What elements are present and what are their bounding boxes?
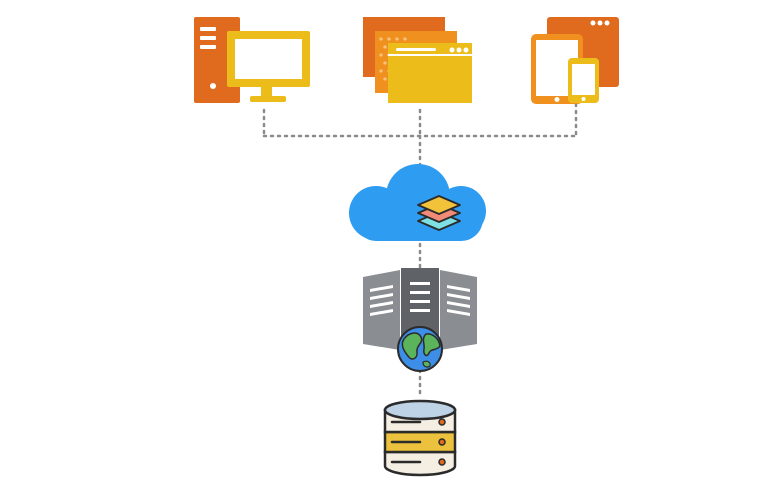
- web-server-globe-icon: [363, 268, 477, 372]
- db-lid: [383, 399, 457, 421]
- layers-stack: [417, 195, 461, 231]
- server-left-panel: [363, 270, 400, 350]
- cloud-layers-icon: [349, 164, 486, 241]
- database-icon: [383, 399, 457, 477]
- globe-icon: [397, 326, 443, 372]
- tablet-phone-icon: [531, 17, 619, 104]
- server-right-panel: [440, 270, 477, 350]
- front-browser-window: [388, 43, 472, 103]
- db-bottom-segment: [383, 450, 457, 477]
- desktop-computer-icon: [194, 17, 310, 103]
- browser-windows-icon: [363, 17, 472, 103]
